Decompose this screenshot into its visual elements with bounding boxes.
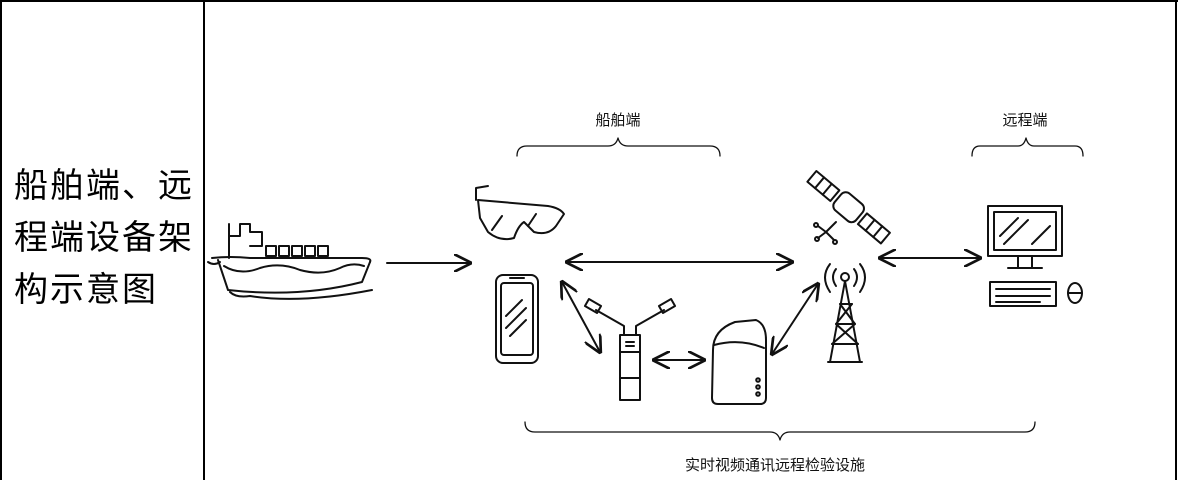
row-label-line: 程端设备架	[14, 218, 194, 258]
phone-transmitter-arrow	[562, 282, 600, 352]
smartphone-icon	[495, 274, 539, 364]
row-label-line: 构示意图	[14, 270, 158, 310]
desktop-computer-icon	[987, 205, 1083, 307]
router-icon	[711, 319, 767, 405]
ship-icon	[207, 223, 373, 300]
row-label-line: 船舶端、远	[14, 166, 194, 206]
row-label: 船舶端、远 程端设备架 构示意图	[14, 160, 204, 316]
remote-side-brace	[971, 137, 1084, 157]
ship-side-brace	[516, 137, 721, 157]
bottom-label: 实时视频通讯远程检验设施	[685, 456, 865, 474]
table-column-divider	[203, 0, 205, 480]
ship-side-label: 船舶端	[595, 111, 640, 129]
satellite-icon	[806, 170, 891, 245]
table-border-left	[0, 0, 2, 480]
router-tower-arrow	[772, 284, 818, 354]
signal-tower-icon	[824, 263, 866, 363]
table-border-right	[1175, 0, 1177, 480]
bottom-brace	[524, 421, 1036, 441]
table-border-top	[0, 0, 1178, 2]
remote-side-label: 远程端	[1002, 111, 1047, 129]
smart-glasses-icon	[475, 185, 565, 241]
